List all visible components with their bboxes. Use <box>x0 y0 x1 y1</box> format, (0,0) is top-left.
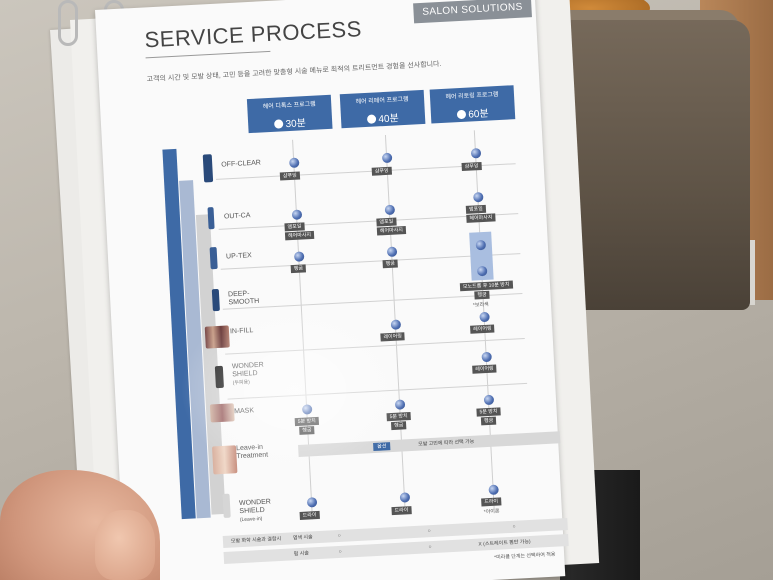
step-dot <box>488 484 499 496</box>
step-tag: 앰포일 <box>465 204 486 214</box>
step-tag: 드라이 <box>481 497 502 507</box>
step-tag: 헤어마사지 <box>284 230 315 241</box>
program-time: 30분 <box>285 118 307 131</box>
step-tag: 샴푸잉 <box>371 166 392 176</box>
bottle-icon <box>207 207 215 230</box>
step-tag: 드라이 <box>391 506 412 516</box>
step-dot <box>390 319 402 330</box>
brand-tag: SALON SOLUTIONS <box>413 0 532 24</box>
step-dot <box>394 399 406 410</box>
step-tag: 헤어마사지 <box>376 226 407 236</box>
step-dot <box>381 152 393 164</box>
program-line <box>292 139 313 520</box>
step-dot <box>481 351 492 363</box>
spray-bottle-icon <box>214 365 224 389</box>
step-dot <box>386 246 398 258</box>
step-tag: 샴푸잉 <box>279 171 300 181</box>
program-name: 헤어 디톡스 프로그램 <box>262 101 316 111</box>
step-tag: 레이어링 <box>380 332 406 342</box>
service-menu-page: SERVICE PROCESS SALON SOLUTIONS 고객의 시간 및… <box>95 0 569 580</box>
step-dot <box>306 497 318 508</box>
mask-jar-icon <box>209 403 235 423</box>
step-tag: 5분 방치 <box>386 412 411 422</box>
step-tag: 헹굼 <box>290 264 307 274</box>
step-tag: 샴푸잉 <box>461 161 482 172</box>
step-dot <box>473 191 484 203</box>
row-divider <box>227 382 528 400</box>
option-badge: 옵션 <box>373 442 391 452</box>
step-label: WONDER SHIELD(두피용) <box>231 361 264 387</box>
bottle-icon <box>202 154 214 183</box>
program-header-repair: 헤어 리페어 프로그램 40분 <box>339 89 426 129</box>
step-tag: 앰포일 <box>376 217 397 227</box>
step-tag: 헹굼 <box>382 259 399 269</box>
step-tag: 헹굼 <box>474 290 490 300</box>
step-label: WONDER SHIELD(Leave-in) <box>238 498 272 524</box>
clock-icon <box>457 109 467 120</box>
step-label: IN-FILL <box>229 327 254 336</box>
bottle-icon <box>222 493 231 518</box>
step-tag: 헹굼 <box>299 426 315 435</box>
step-note: *아이론 <box>483 508 500 516</box>
program-header-detox: 헤어 디톡스 프로그램 30분 <box>246 94 333 134</box>
intro-text: 고객의 시간 및 모발 상태, 고민 등을 고려한 맞춤형 시술 메뉴로 최적의… <box>146 60 442 84</box>
step-dot <box>479 311 490 323</box>
step-label: UP-TEX <box>225 252 252 261</box>
footer-footnote: *미라클 단계는 선택하여 적용 <box>494 551 556 561</box>
step-tag: 헤어마사지 <box>466 213 496 223</box>
step-tag: 헹굼 <box>390 421 407 431</box>
step-dot <box>470 148 482 159</box>
step-tag: 앰포일 <box>284 222 305 232</box>
step-label: Leave-in Treatment <box>235 443 269 461</box>
thumb <box>95 510 155 580</box>
step-tag: 드라이 <box>299 510 320 520</box>
program-time: 40분 <box>378 113 400 126</box>
step-tag: 모노드롭 후 10분 방치 <box>459 280 513 292</box>
step-note: *보라색 <box>472 301 489 309</box>
clock-icon <box>367 114 377 124</box>
page-title: SERVICE PROCESS <box>143 16 363 53</box>
step-label: OUT-CA <box>223 212 251 221</box>
step-dot <box>399 492 411 503</box>
bottle-icon <box>209 246 218 270</box>
program-name: 헤어 리토링 프로그램 <box>445 92 499 101</box>
leave-in-bottles-icon <box>212 445 238 475</box>
step-tag: 5분 방치 <box>294 416 320 427</box>
step-tag: 헹굼 <box>480 416 497 426</box>
step-tag: 5분 방치 <box>476 407 501 417</box>
step-dot <box>384 204 396 216</box>
step-dot <box>293 251 305 262</box>
step-dot <box>301 404 313 415</box>
step-dot <box>291 209 303 220</box>
product-set-icon <box>204 325 230 349</box>
program-header-restoring: 헤어 리토링 프로그램 60분 <box>429 85 516 124</box>
program-name: 헤어 리페어 프로그램 <box>355 96 409 106</box>
binder-ring-icon <box>58 0 78 46</box>
step-label: DEEP-SMOOTH <box>227 290 260 307</box>
row-divider <box>225 337 525 355</box>
bottle-icon <box>211 288 220 312</box>
step-label: OFF-CLEAR <box>221 159 262 169</box>
step-dot <box>483 394 495 406</box>
step-tag: 레이어링 <box>472 364 497 374</box>
step-label: MASK <box>234 407 255 416</box>
step-tag: 레이어링 <box>470 324 495 334</box>
step-dot <box>289 157 300 169</box>
program-time: 60분 <box>468 108 489 121</box>
clock-icon <box>274 119 284 129</box>
